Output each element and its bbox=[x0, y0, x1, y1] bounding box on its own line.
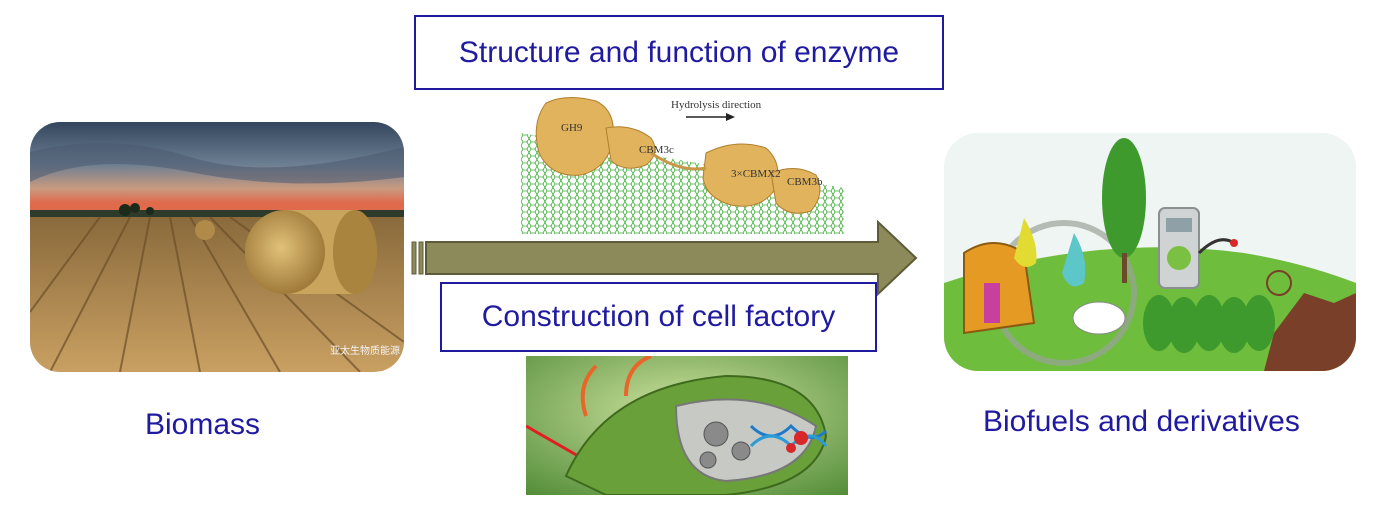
biofuels-image bbox=[944, 133, 1356, 371]
domain-label: CBM3b bbox=[787, 176, 823, 188]
process-arrow bbox=[410, 220, 920, 296]
biofuels-label: Biofuels and derivatives bbox=[983, 405, 1300, 438]
biomass-image: 亚太生物质能源 bbox=[30, 122, 404, 372]
enzyme-figure: Hydrolysis direction GH9 CBM3c 3×CBMX2 C… bbox=[521, 93, 844, 234]
domain-label: CBM3c bbox=[639, 144, 674, 156]
cell-factory-image bbox=[526, 356, 848, 495]
enzyme-structure-box: Structure and function of enzyme bbox=[414, 15, 944, 90]
domain-label: 3×CBMX2 bbox=[731, 168, 781, 180]
hydrolysis-direction-label: Hydrolysis direction bbox=[671, 99, 762, 111]
cell-factory-box: Construction of cell factory bbox=[440, 282, 877, 352]
watermark-text: 亚太生物质能源 bbox=[330, 344, 400, 357]
biomass-label: Biomass bbox=[145, 408, 261, 441]
domain-label: GH9 bbox=[561, 122, 583, 134]
